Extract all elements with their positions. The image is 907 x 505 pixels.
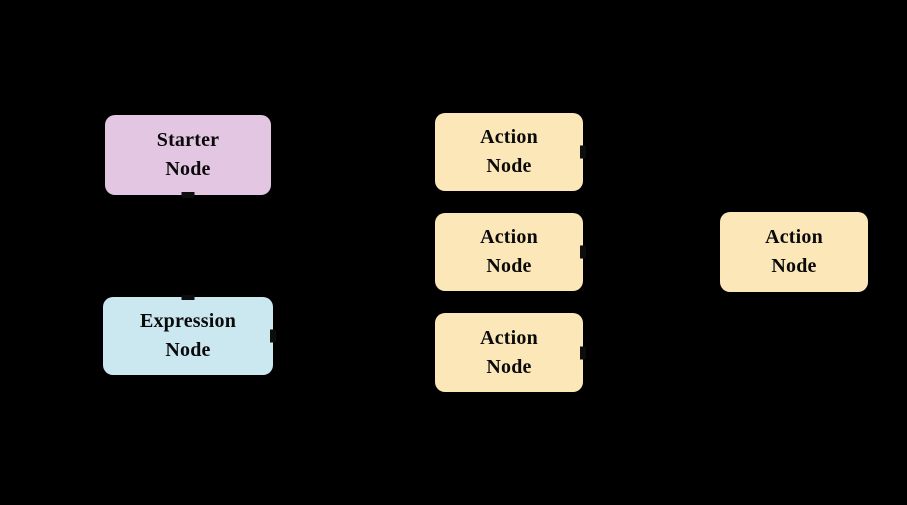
node-label-line2: Node — [771, 255, 817, 277]
node-expression[interactable]: Expression Node — [103, 295, 276, 375]
port-right-icon[interactable] — [580, 245, 586, 259]
port-top-icon[interactable] — [181, 295, 195, 300]
node-action-4[interactable]: Action Node — [720, 212, 868, 292]
node-label-line2: Node — [486, 155, 532, 177]
port-right-icon[interactable] — [580, 346, 586, 359]
node-action-1[interactable]: Action Node — [435, 113, 586, 191]
node-action-2[interactable]: Action Node — [435, 213, 586, 291]
node-label-line1: Action — [480, 126, 538, 149]
node-label-line1: Starter — [156, 129, 220, 152]
node-label-line2: Node — [165, 339, 211, 361]
port-bottom-icon[interactable] — [181, 192, 195, 198]
node-label-line1: Action — [765, 226, 823, 249]
node-label-line2: Node — [486, 255, 532, 277]
node-label-line1: Action — [480, 326, 538, 349]
node-label-line1: Expression — [139, 310, 237, 333]
node-label-line2: Node — [165, 158, 211, 180]
node-label-line2: Node — [486, 355, 532, 378]
node-starter[interactable]: Starter Node — [105, 115, 271, 198]
node-action-3[interactable]: Action Node — [435, 313, 586, 392]
node-label-line1: Action — [480, 226, 538, 249]
port-right-icon[interactable] — [270, 329, 276, 343]
port-right-icon[interactable] — [580, 145, 586, 159]
